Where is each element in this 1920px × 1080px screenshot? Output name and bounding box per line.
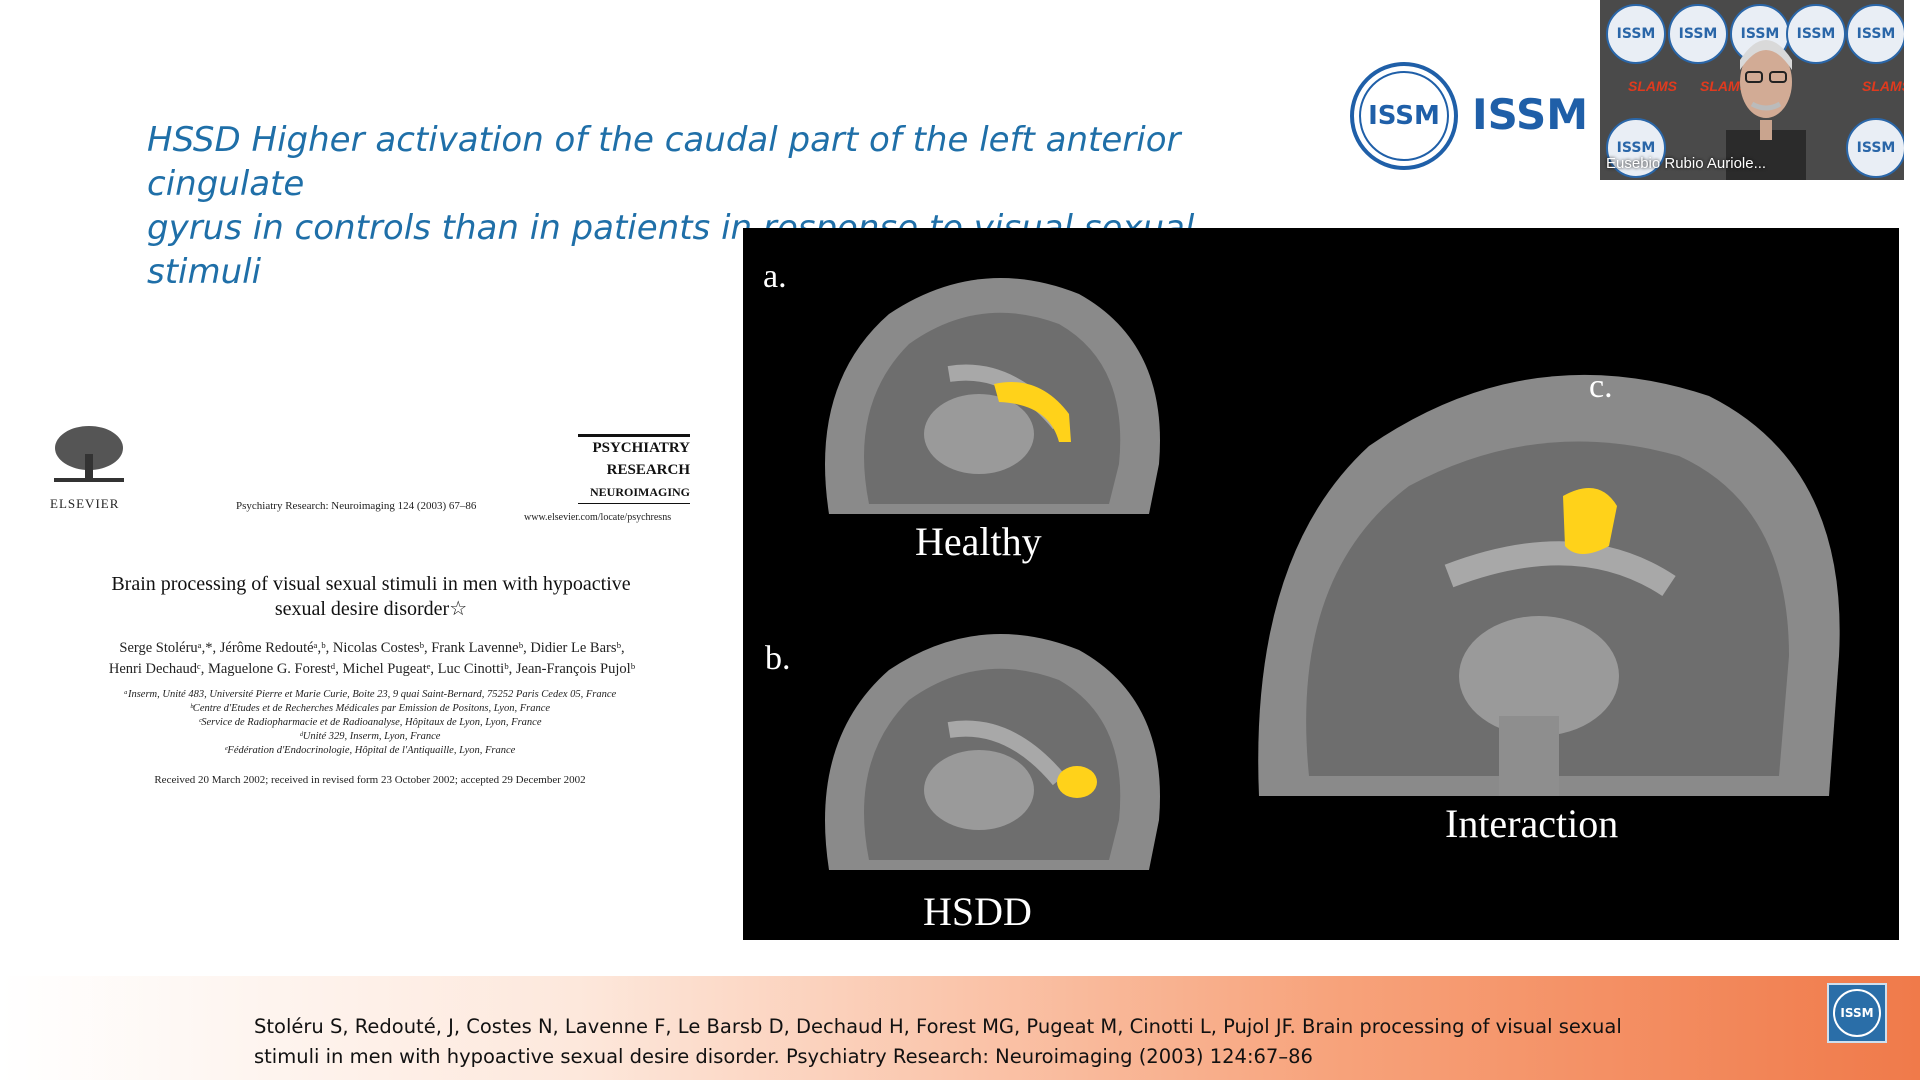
panel-label-a: a. — [763, 258, 787, 295]
journal-box: PSYCHIATRY RESEARCH NEUROIMAGING — [578, 434, 690, 504]
citation-line: stimuli in men with hypoactive sexual de… — [254, 1045, 1313, 1068]
background-logo: ISSM — [1606, 118, 1666, 178]
paper-title-line: sexual desire disorder☆ — [274, 598, 468, 620]
background-slams-text: SLAMS — [1628, 78, 1677, 94]
affiliation-line: ᵇCentre d'Etudes et de Recherches Médica… — [189, 703, 551, 714]
citation-line: Stoléru S, Redouté, J, Costes N, Lavenne… — [254, 1015, 1622, 1038]
panel-caption-healthy: Healthy — [915, 519, 1042, 564]
brain-figure: a. Healthy b. HSDD c. Interaction — [743, 228, 1899, 940]
activation-blob — [1057, 766, 1097, 798]
brain-panel-interaction — [1249, 356, 1849, 796]
journal-citation-line: Psychiatry Research: Neuroimaging 124 (2… — [236, 500, 477, 512]
background-logo: ISSM — [1846, 118, 1904, 178]
journal-box-line: NEUROIMAGING — [578, 481, 690, 504]
background-slams-text: SLAMS — [1700, 78, 1749, 94]
footer-logo-text: ISSM — [1833, 989, 1881, 1037]
participant-avatar — [1726, 40, 1806, 180]
elsevier-tree-logo — [50, 424, 128, 484]
authors-line: Serge Stoléruᵃ,*, Jérôme Redoutéᵃ,ᵇ, Nic… — [119, 640, 625, 656]
background-logo: ISSM — [1668, 4, 1728, 64]
footer-citation: Stoléru S, Redouté, J, Costes N, Lavenne… — [254, 1012, 1654, 1072]
authors-line: Henri Dechaudᶜ, Maguelone G. Forestᵈ, Mi… — [108, 661, 636, 677]
paper-authors: Serge Stoléruᵃ,*, Jérôme Redoutéᵃ,ᵇ, Nic… — [52, 638, 692, 680]
paper-affiliations: ᵃInserm, Unité 483, Université Pierre et… — [80, 688, 660, 758]
paper-title: Brain processing of visual sexual stimul… — [56, 572, 686, 622]
affiliation-line: ᵈUnité 329, Inserm, Lyon, France — [299, 731, 441, 742]
background-logo: ISSM — [1786, 4, 1846, 64]
brain-panel-hsdd — [809, 620, 1169, 876]
journal-box-line: RESEARCH — [606, 462, 690, 478]
background-slams-text: SLAMS — [1862, 78, 1904, 94]
activation-blob — [1563, 488, 1617, 554]
panel-caption-interaction: Interaction — [1445, 801, 1619, 846]
journal-box-line: PSYCHIATRY — [592, 440, 690, 456]
participant-video-tile[interactable]: ISSM ISSM ISSM ISSM ISSM SLAMS SLAMS SLA… — [1600, 0, 1904, 180]
brain-panel-healthy — [809, 264, 1169, 520]
affiliation-line: ᵃInserm, Unité 483, Université Pierre et… — [123, 689, 617, 700]
publisher-name: ELSEVIER — [50, 496, 120, 511]
affiliation-line: ᵉFédération d'Endocrinologie, Hôpital de… — [224, 745, 516, 756]
slide-footer-band — [0, 976, 1920, 1080]
background-logo: ISSM — [1606, 4, 1666, 64]
participant-name: Eusebio Rubio Auriole... — [1606, 155, 1767, 172]
background-logo: ISSM — [1846, 4, 1904, 64]
affiliation-line: ᶜService de Radiopharmacie et de Radioan… — [198, 717, 542, 728]
footer-issm-logo: ISSM — [1827, 983, 1887, 1043]
journal-url: www.elsevier.com/locate/psychresns — [524, 512, 672, 523]
issm-seal-text: ISSM — [1359, 71, 1449, 161]
slide-title-line-1: HSSD Higher activation of the caudal par… — [147, 120, 1181, 204]
activation-blob — [994, 382, 1071, 442]
panel-caption-hsdd: HSDD — [923, 889, 1032, 934]
issm-seal-logo: ISSM — [1350, 62, 1458, 170]
received-dates: Received 20 March 2002; received in revi… — [154, 774, 586, 786]
panel-label-b: b. — [765, 640, 791, 677]
paper-title-line: Brain processing of visual sexual stimul… — [111, 573, 631, 595]
panel-label-c: c. — [1589, 368, 1613, 405]
